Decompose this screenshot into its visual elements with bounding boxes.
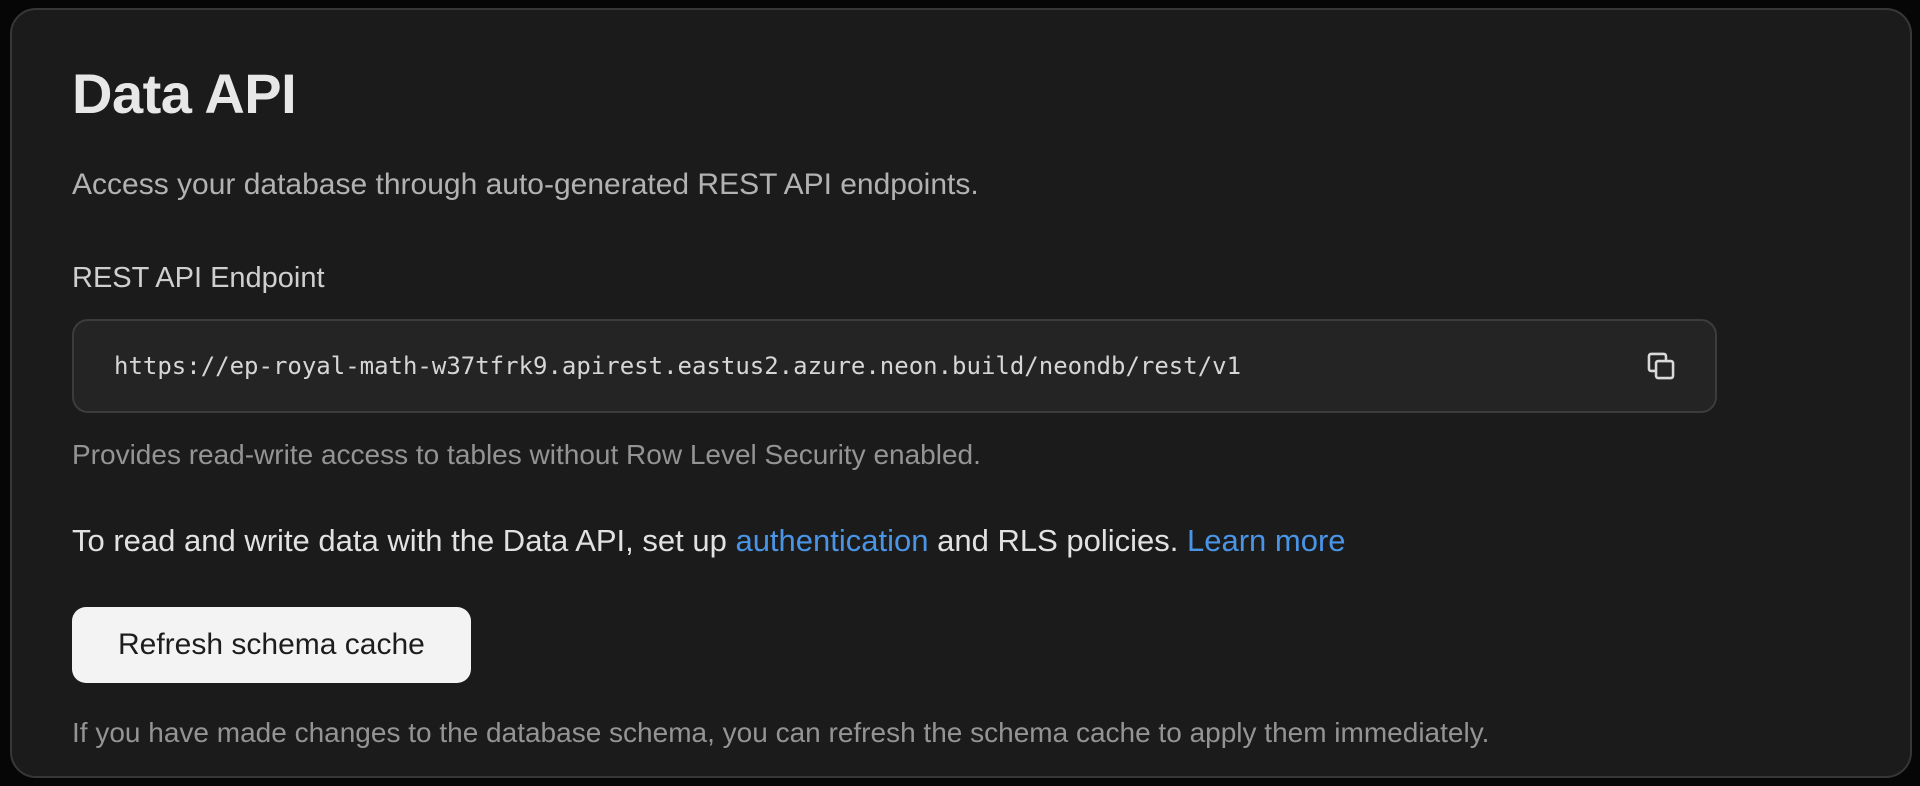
endpoint-label: REST API Endpoint: [72, 261, 325, 294]
auth-note: To read and write data with the Data API…: [72, 521, 1850, 561]
endpoint-helper-text: Provides read-write access to tables wit…: [72, 438, 981, 470]
page-description: Access your database through auto-genera…: [72, 168, 979, 202]
refresh-helper-text: If you have made changes to the database…: [72, 717, 1490, 749]
page-title: Data API: [72, 62, 297, 125]
copy-url-button[interactable]: [1637, 342, 1685, 390]
endpoint-url-value: https://ep-royal-math-w37tfrk9.apirest.e…: [114, 351, 1242, 380]
endpoint-url-box: https://ep-royal-math-w37tfrk9.apirest.e…: [72, 318, 1717, 413]
auth-note-text-middle: and RLS policies.: [928, 522, 1187, 558]
learn-more-link[interactable]: Learn more: [1186, 522, 1346, 558]
data-api-panel: Data API Access your database through au…: [10, 8, 1912, 778]
authentication-link[interactable]: authentication: [735, 522, 929, 558]
copy-icon: [1644, 349, 1678, 383]
refresh-schema-cache-button[interactable]: Refresh schema cache: [72, 607, 471, 684]
auth-note-text-before: To read and write data with the Data API…: [72, 522, 736, 558]
